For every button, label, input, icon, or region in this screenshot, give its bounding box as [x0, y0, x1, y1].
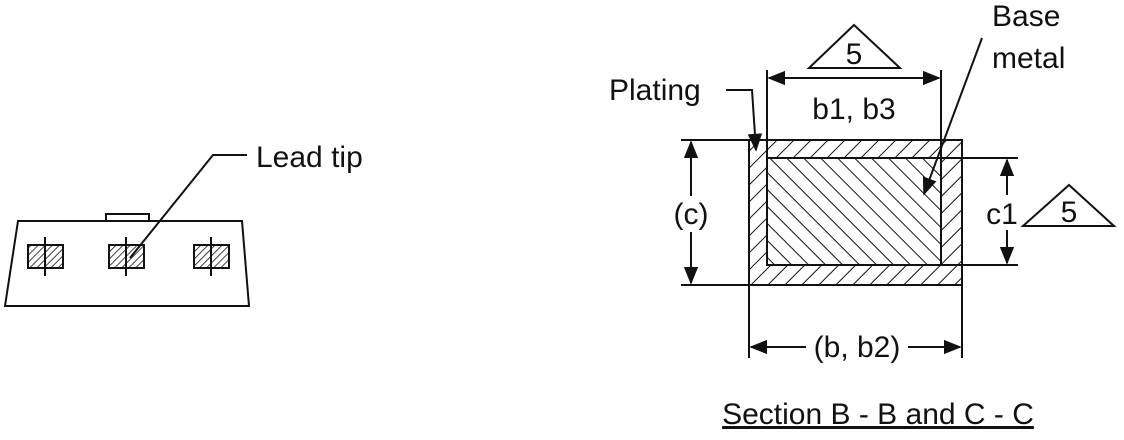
c-label: (c)	[674, 198, 709, 231]
b-b2-label: (b, b2)	[814, 331, 901, 364]
base-metal-callout: Base metal	[922, 0, 1065, 196]
lead-2	[108, 237, 145, 276]
dimension-b-b2: (b, b2)	[748, 285, 963, 364]
plating-callout: Plating	[609, 74, 763, 152]
dimension-b1-b3: b1, b3	[766, 70, 942, 158]
package-end-view: Lead tip	[3, 141, 363, 307]
plating-label: Plating	[609, 74, 701, 107]
lead-cross-section: b1, b3 5 Plating Base metal (c)	[609, 0, 1117, 431]
lead-1	[27, 237, 64, 276]
lead-3	[193, 237, 230, 276]
c1-label: c1	[986, 198, 1018, 231]
section-caption: Section B - B and C - C	[722, 398, 1034, 431]
dimension-c: (c)	[674, 139, 749, 286]
lead-tip-label: Lead tip	[256, 141, 363, 174]
note-right-label: 5	[1061, 196, 1078, 229]
b1-b3-label: b1, b3	[812, 93, 895, 126]
base-metal-label-line1: Base	[992, 0, 1060, 33]
package-top-tab	[105, 213, 150, 222]
note-triangle-top: 5	[806, 23, 903, 71]
package-body	[3, 220, 251, 307]
note-triangle-right: 5	[1020, 183, 1117, 229]
lead-tip-leader	[129, 154, 247, 259]
base-metal-label-line2: metal	[992, 42, 1065, 75]
note-top-label: 5	[846, 38, 863, 71]
dimension-c1: c1	[941, 157, 1018, 266]
